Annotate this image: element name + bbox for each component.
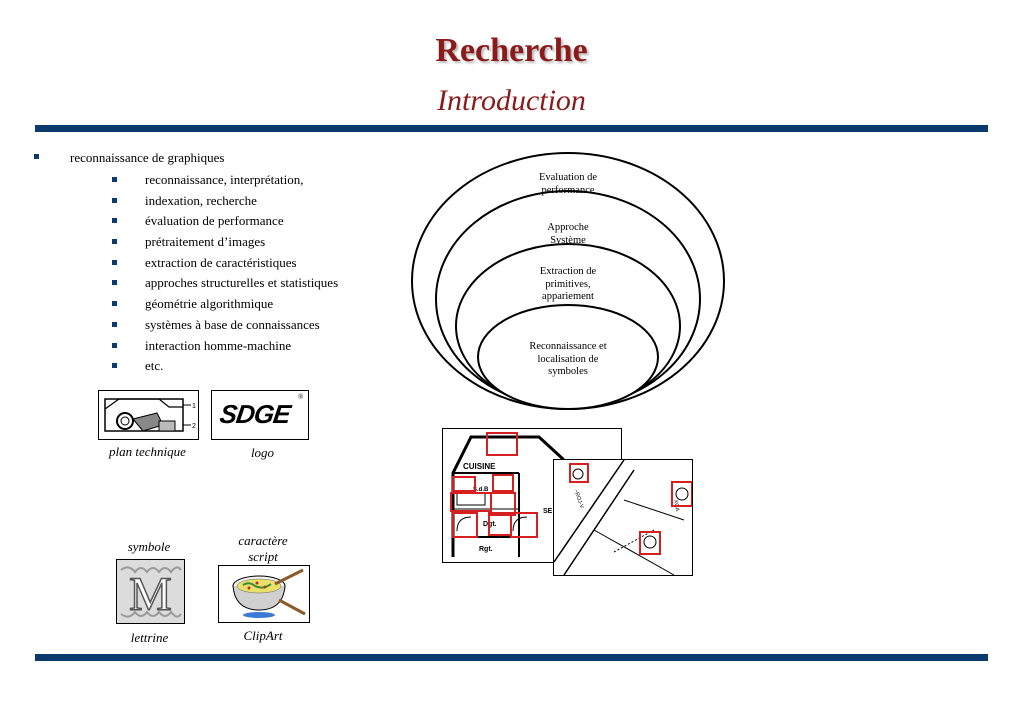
- script-caption-line1: caractère: [238, 533, 288, 548]
- bullet-marker: [112, 259, 117, 265]
- top-divider: [35, 125, 988, 132]
- label-evaluation-line: performance: [541, 184, 595, 196]
- label-reconnaissance-line: symboles: [548, 366, 588, 377]
- technical-drawing-graphic: 1 2: [104, 398, 196, 432]
- label-approche-line: Système: [550, 234, 586, 246]
- label-reconnaissance-line: Reconnaissance et: [529, 341, 607, 352]
- label-approche-line: Approche: [547, 222, 589, 233]
- ellipse-reconnaissance: [477, 304, 659, 410]
- slide-subtitle: Introduction: [437, 84, 586, 117]
- svg-text:M: M: [129, 568, 172, 621]
- logo-caption: logo: [250, 445, 275, 460]
- label-evaluation: Evaluation de performance: [518, 172, 618, 197]
- label-reconnaissance-line: localisation de: [537, 353, 599, 365]
- bullet-marker: [112, 239, 117, 245]
- symbole-caption: symbole: [127, 539, 171, 554]
- script-caption-line2: script: [248, 549, 278, 564]
- ornate-letter-m-graphic: M: [117, 560, 184, 623]
- sub-bullet-text: prétraitement d’images: [145, 234, 266, 250]
- room-label: Rgt.: [479, 546, 493, 553]
- label-evaluation-line: Evaluation de: [538, 172, 598, 183]
- bullet-marker: [112, 197, 117, 203]
- room-label: S.d.B: [473, 487, 489, 493]
- bullet-marker: [112, 218, 117, 224]
- cadastral-map-image: ~ROJ-V XGA LIT: [553, 459, 693, 576]
- bullet-marker: [34, 154, 39, 159]
- label-extraction-line: Extraction de: [539, 266, 597, 277]
- label-extraction-line: primitives,: [545, 278, 591, 290]
- svg-text:2: 2: [192, 423, 196, 430]
- nested-ellipse-diagram: [411, 152, 725, 410]
- clipart-image: [218, 565, 310, 623]
- sub-bullet-text: etc.: [145, 358, 164, 374]
- bullet-marker: [112, 280, 117, 286]
- cadastral-map-graphic: ~ROJ-V XGA LIT: [554, 460, 692, 575]
- lettrine-image: M: [116, 559, 185, 624]
- sub-bullet-text: reconnaissance, interprétation,: [145, 172, 304, 187]
- slide-title: Recherche: [435, 32, 588, 69]
- lettrine-caption: lettrine: [130, 630, 169, 645]
- bullet-marker: [112, 321, 117, 327]
- svg-text:1: 1: [192, 403, 196, 410]
- label-extraction: Extraction de primitives, appariement: [518, 266, 618, 304]
- sub-bullet-text: évaluation de performance: [145, 213, 284, 229]
- bullet-marker: [112, 342, 117, 348]
- bullet-marker: [112, 177, 117, 182]
- label-reconnaissance: Reconnaissance et localisation de symbol…: [512, 341, 624, 379]
- room-label: CUISINE: [463, 462, 496, 471]
- room-label: SE: [543, 508, 553, 515]
- bullet-marker: [112, 301, 117, 307]
- bottom-divider: [35, 654, 988, 661]
- bullet-marker: [112, 363, 117, 369]
- label-extraction-line: appariement: [542, 291, 594, 302]
- floorplan-graphic: CUISINE S.d.B Dgt. Rgt. SE: [450, 432, 565, 558]
- technical-drawing-image: 1 2: [98, 390, 199, 440]
- sub-bullet-text: extraction de caractéristiques: [145, 254, 297, 270]
- sub-bullet-text: interaction homme-machine: [145, 337, 292, 353]
- plan-caption: plan technique: [109, 444, 186, 459]
- clipart-caption: ClipArt: [243, 628, 283, 643]
- svg-text:~ROJ-V: ~ROJ-V: [572, 489, 584, 510]
- sub-bullet-text: systèmes à base de connaissances: [145, 316, 320, 332]
- registered-mark: ®: [298, 393, 304, 401]
- cooking-pot-graphic: [232, 568, 306, 618]
- detection-boxes: [450, 432, 538, 538]
- sub-bullet-text: approches structurelles et statistiques: [145, 275, 339, 291]
- logo-image: SDGE ®: [211, 390, 309, 440]
- label-approche: Approche Système: [518, 222, 618, 247]
- logo-text: SDGE: [217, 399, 292, 429]
- detection-boxes: [569, 463, 692, 555]
- sub-bullet-text: indexation, recherche: [145, 192, 257, 208]
- sub-bullet-text: géométrie algorithmique: [145, 296, 274, 312]
- bullet-main-text: reconnaissance de graphiques: [70, 150, 225, 165]
